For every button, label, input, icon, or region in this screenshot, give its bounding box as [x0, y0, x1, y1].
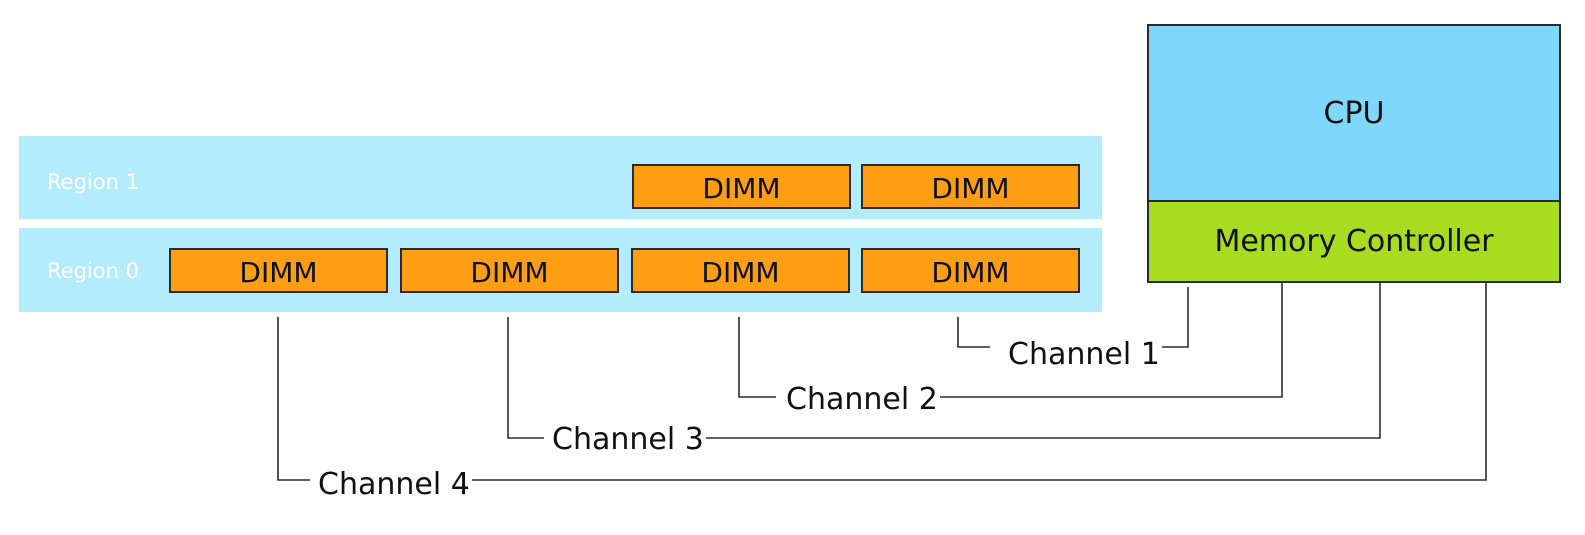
channel-3-wire-dimm	[507, 317, 544, 439]
channel-4-label: Channel 4	[316, 467, 472, 502]
dimm-slot[interactable]: DIMM	[861, 164, 1080, 209]
channel-3-label: Channel 3	[550, 422, 706, 457]
dimm-slot[interactable]: DIMM	[861, 248, 1080, 293]
dimm-slot[interactable]: DIMM	[169, 248, 388, 293]
dimm-slot[interactable]: DIMM	[632, 164, 851, 209]
dimm-slot[interactable]: DIMM	[631, 248, 850, 293]
cpu-block: CPU	[1147, 24, 1561, 202]
channel-2-wire-controller	[935, 282, 1283, 398]
region-1-label: Region 1	[47, 170, 139, 194]
dimm-slot[interactable]: DIMM	[400, 248, 619, 293]
channel-1-wire-dimm	[957, 317, 990, 348]
channel-1-label: Channel 1	[1006, 337, 1162, 372]
channel-4-wire-controller	[470, 282, 1487, 481]
channel-2-label: Channel 2	[784, 382, 940, 417]
channel-2-wire-dimm	[738, 317, 776, 398]
channel-4-wire-dimm	[277, 317, 310, 481]
region-0-label: Region 0	[47, 259, 139, 283]
channel-3-wire-controller	[703, 282, 1381, 439]
channel-1-wire-controller	[1155, 287, 1189, 348]
memory-controller-block: Memory Controller	[1147, 200, 1561, 283]
